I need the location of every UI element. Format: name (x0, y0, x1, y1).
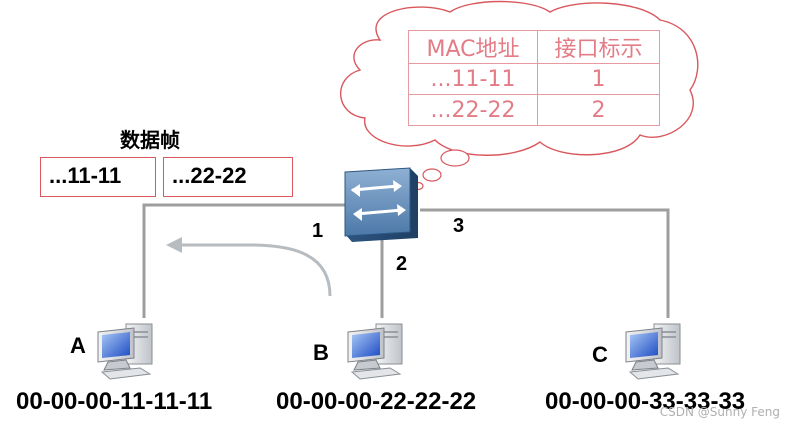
host-mac-a: 00-00-00-11-11-11 (16, 388, 213, 415)
cloud-bubble-large (440, 149, 470, 167)
forward-arrow (178, 243, 332, 297)
frame-title: 数据帧 (120, 128, 180, 152)
host-label-c: C (592, 342, 608, 367)
table-row: ...11-11 1 (408, 63, 660, 95)
computer-icon-a (97, 323, 153, 380)
frame-field-src: ...22-22 (163, 157, 293, 197)
link-port-3-to-c (420, 208, 670, 318)
mac-table-cell-mac: ...22-22 (408, 94, 538, 126)
computer-icon-b (347, 323, 403, 380)
mac-table-cell-mac: ...11-11 (408, 63, 538, 95)
host-mac-c: 00-00-00-33-33-33 (545, 388, 746, 415)
mac-table-cell-port: 2 (537, 94, 660, 126)
host-mac-b: 00-00-00-22-22-22 (276, 388, 477, 415)
switch-icon (344, 167, 418, 242)
host-label-b: B (313, 340, 329, 365)
port-label-1: 1 (312, 220, 324, 242)
cloud-bubble-medium (422, 168, 442, 182)
frame-field-dst-text: ...11-11 (49, 163, 122, 188)
mac-table-header-row: MAC地址 接口标示 (408, 30, 660, 64)
port-label-3: 3 (453, 215, 465, 237)
mac-table-cell-port: 1 (537, 63, 660, 95)
frame-field-dst: ...11-11 (40, 157, 156, 197)
host-label-a: A (70, 333, 86, 358)
port-label-2: 2 (396, 253, 408, 275)
table-row: ...22-22 2 (408, 94, 660, 126)
link-port-1-to-a (142, 203, 345, 318)
mac-address-table: MAC地址 接口标示 ...11-11 1 ...22-22 2 (408, 30, 660, 126)
watermark: CSDN @Sunny Feng (659, 405, 780, 419)
mac-table-header-mac: MAC地址 (408, 30, 538, 64)
network-links (142, 203, 670, 318)
frame-field-src-text: ...22-22 (172, 163, 247, 188)
computer-icon-c (625, 323, 681, 380)
mac-table-header-port: 接口标示 (537, 30, 660, 64)
forward-arrow-head (166, 237, 182, 253)
